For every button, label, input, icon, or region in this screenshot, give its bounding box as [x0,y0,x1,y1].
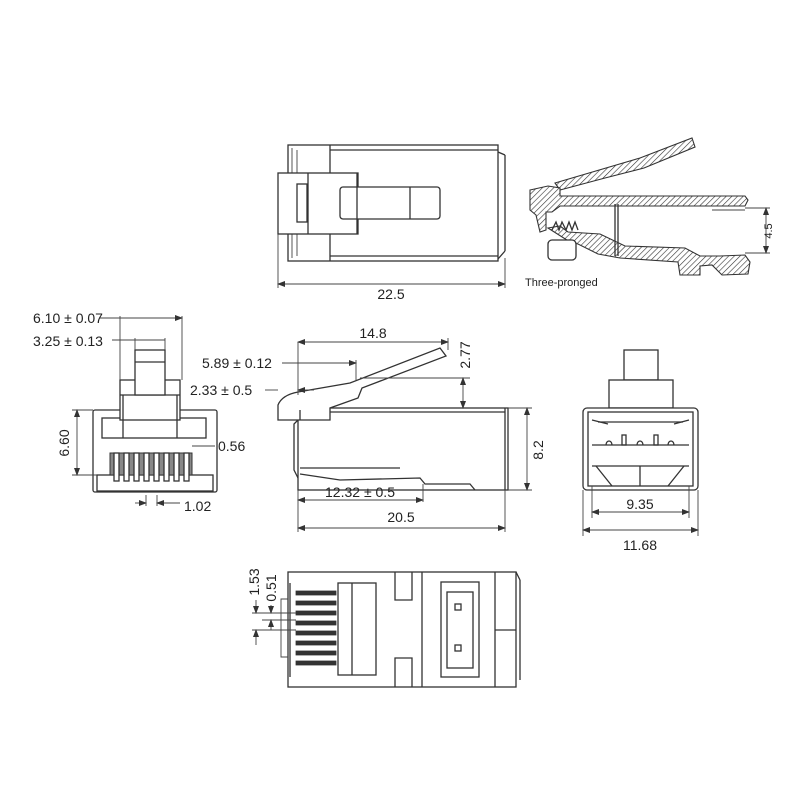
latch-width-label: 3.25 ± 0.13 [33,333,103,349]
contact-width-label: 0.56 [218,438,245,454]
section-cavity-height-label: 4.5 [763,223,775,238]
latch-step-label: 5.89 ± 0.12 [202,355,272,371]
front-view: 6.10 ± 0.07 3.25 ± 0.13 6.60 0.56 1.02 [33,310,245,514]
latch-base-width-label: 6.10 ± 0.07 [33,310,103,326]
latch-length-label: 14.8 [359,325,386,341]
rear-inner-width-label: 9.35 [626,496,653,512]
bottom-contact-pitch-label: 1.53 [246,568,262,595]
side-length-label: 20.5 [387,509,414,525]
contact-length-label: 12.32 ± 0.5 [325,484,395,500]
body-height-label: 8.2 [530,440,546,460]
rear-outer-width-label: 11.68 [623,537,657,553]
contact-pitch-label: 1.02 [184,498,211,514]
top-view: 22.5 [277,144,506,302]
bottom-contacts [295,590,337,666]
latch-offset-label: 2.33 ± 0.5 [190,382,252,398]
rear-view: 9.35 11.68 [582,349,699,553]
latch-rise-label: 2.77 [457,341,473,368]
front-contacts [113,452,190,482]
three-pronged-caption: Three-pronged [525,277,598,289]
bottom-contact-gap-label: 0.51 [263,574,279,601]
section-view: 4.5 Three-pronged [525,137,775,289]
side-view: 14.8 5.89 ± 0.12 2.33 ± 0.5 2.77 8.2 12.… [190,325,546,532]
bottom-view: 1.53 0.51 [246,568,521,688]
front-height-label: 6.60 [56,429,72,456]
top-view-length-label: 22.5 [377,286,404,302]
